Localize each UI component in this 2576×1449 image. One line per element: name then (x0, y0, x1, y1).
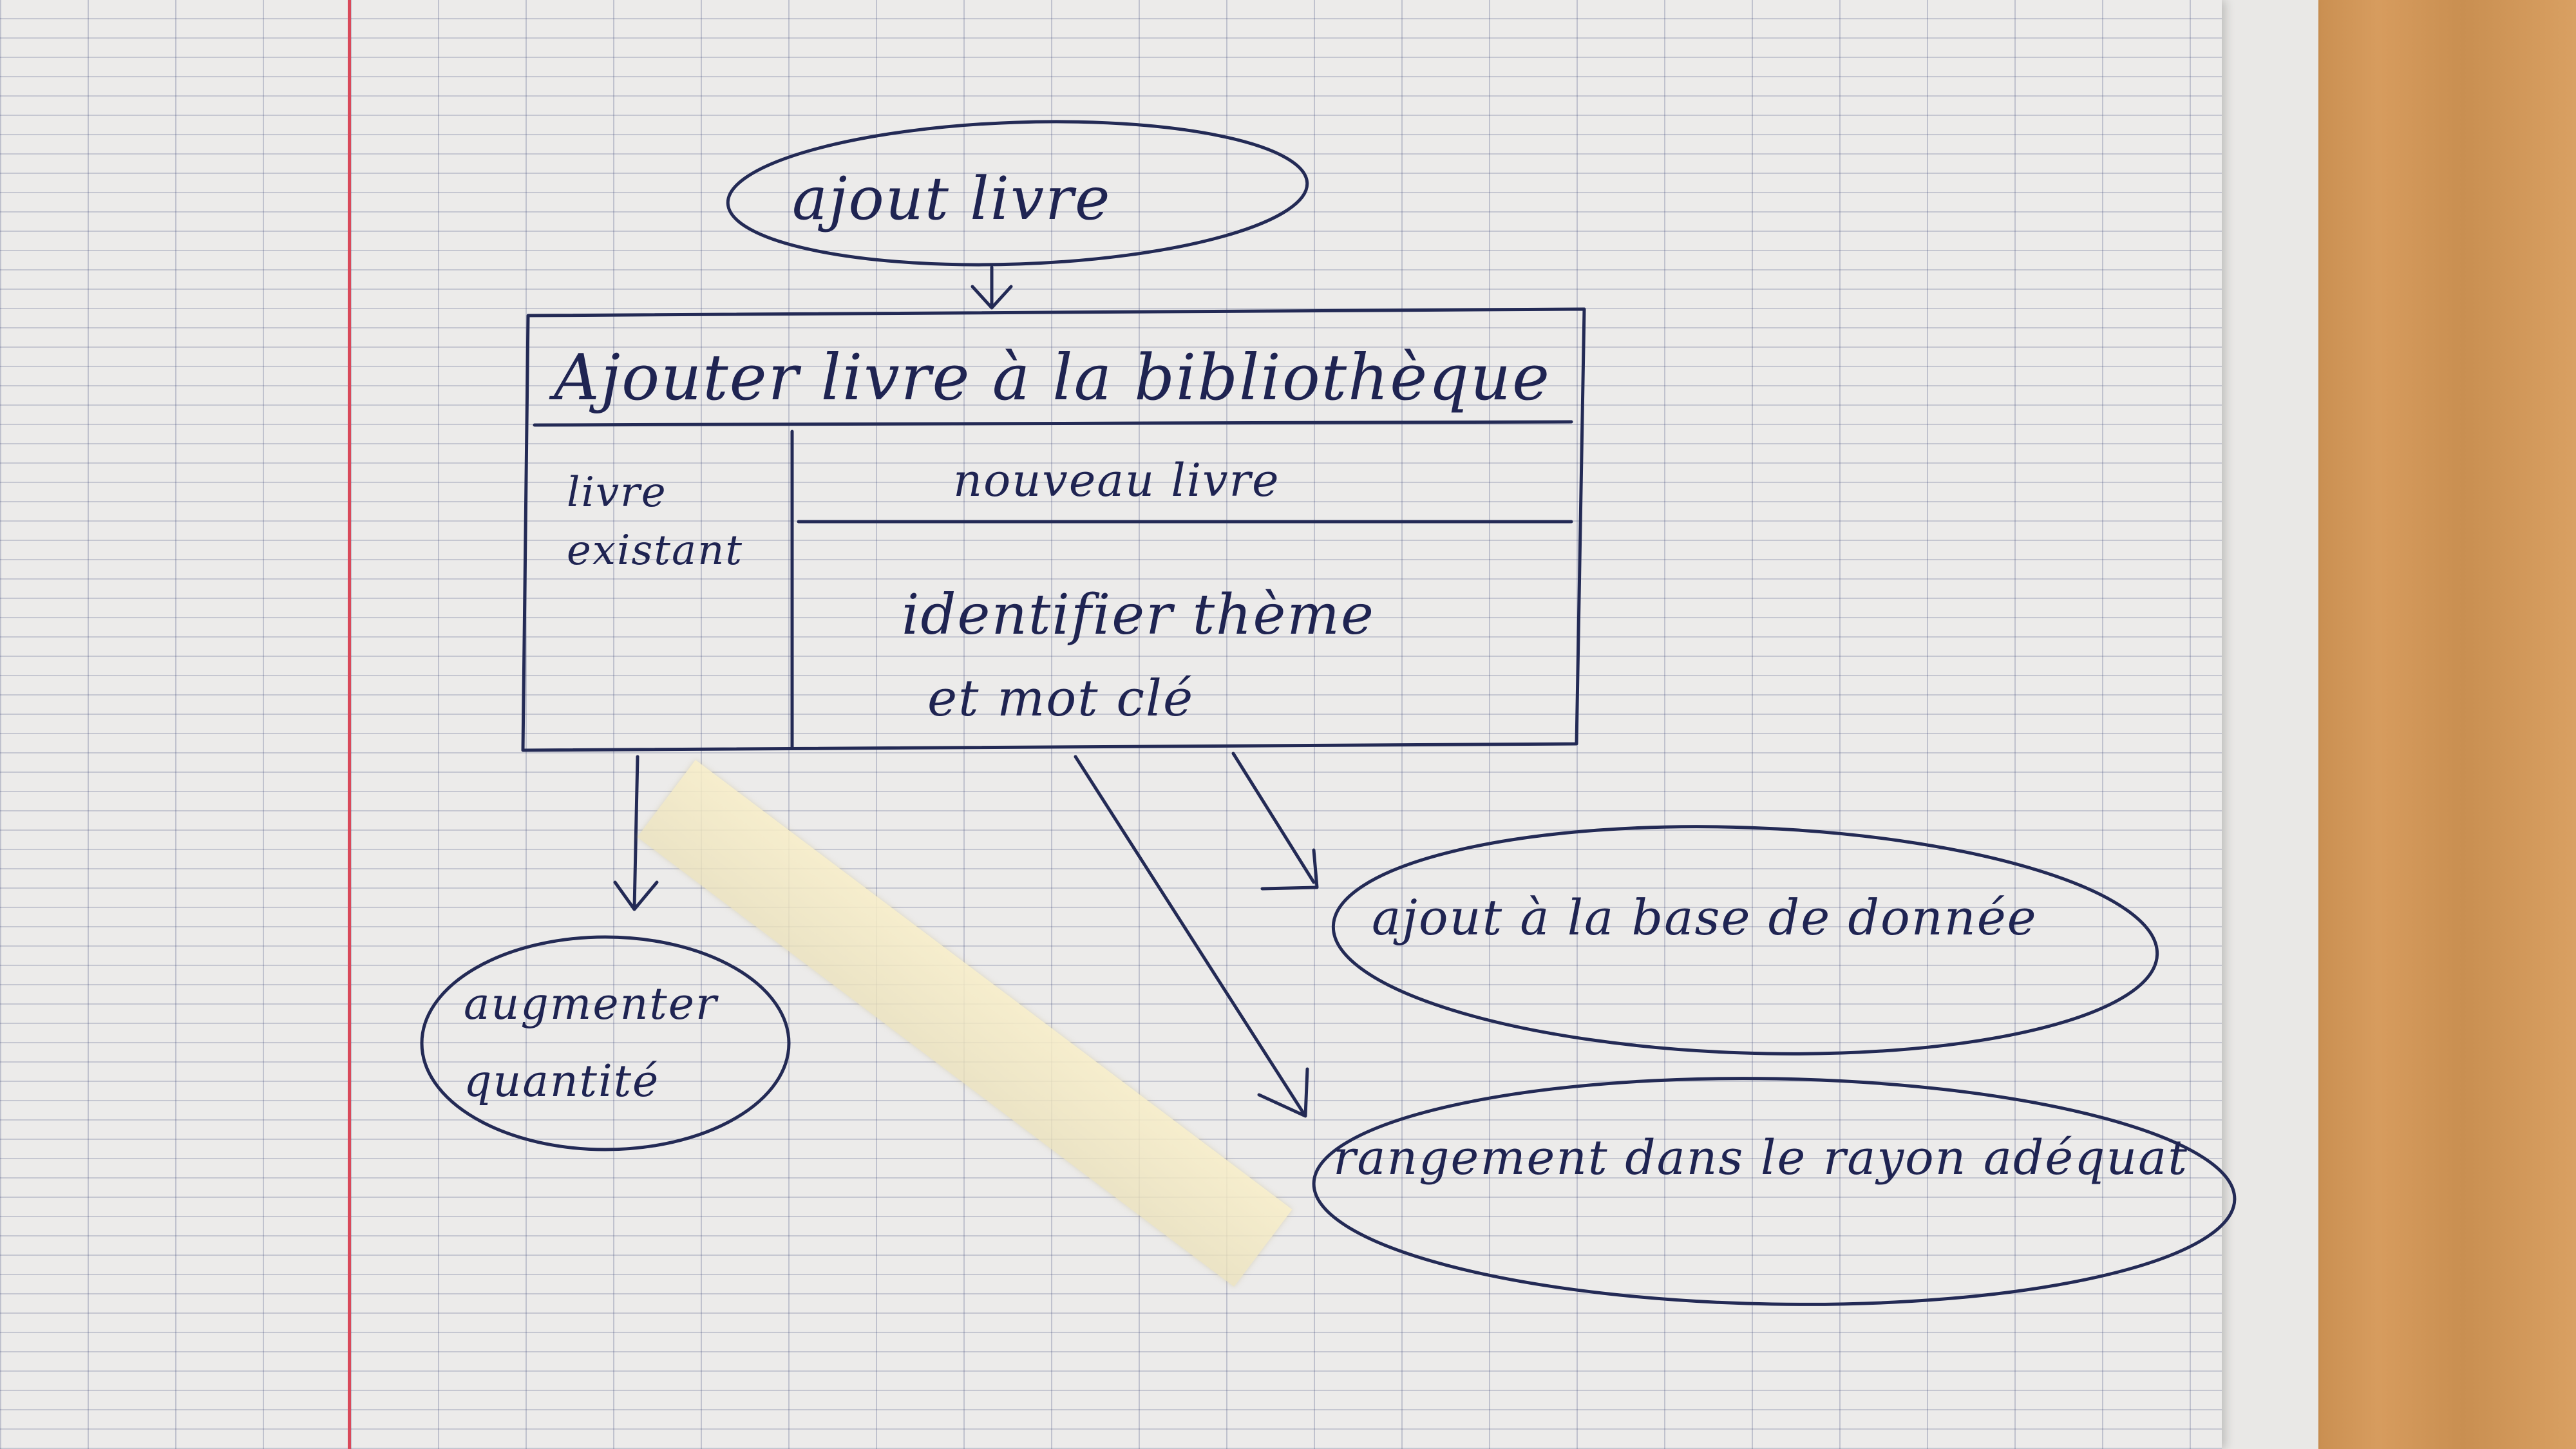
shelf-outcome-label: rangement dans le rayon adéquat (1333, 1130, 2189, 1186)
arrow-start-to-box (971, 265, 1013, 310)
right-body-line2: et mot clé (927, 670, 1195, 728)
left-column-label: livre existant (567, 469, 744, 574)
db-outcome-label: ajout à la base de donnée (1372, 889, 2038, 946)
main-box-title: Ajouter livre à la bibliothèque (554, 341, 1551, 415)
arrow-to-left-outcome (613, 755, 659, 911)
shelf-outcome-ellipse (1312, 1077, 2237, 1306)
db-outcome-ellipse (1331, 825, 2159, 1056)
red-margin-line (348, 0, 351, 1449)
start-node-label: ajout livre (792, 164, 1112, 233)
main-box-title-separator (533, 420, 1573, 427)
wooden-table (2293, 0, 2576, 1449)
arrow-to-shelf-outcome (1074, 755, 1309, 1118)
main-box-outline (521, 307, 1586, 752)
graph-paper-sheet (0, 0, 2222, 1449)
right-header-label: nouveau livre (953, 454, 1280, 507)
arrow-to-db-outcome (1231, 752, 1319, 891)
right-body-line1: identifier thème (902, 583, 1375, 647)
start-node-ellipse (726, 120, 1309, 267)
left-outcome-label: augmenter quantité (464, 979, 718, 1107)
left-outcome-ellipse (420, 935, 791, 1151)
